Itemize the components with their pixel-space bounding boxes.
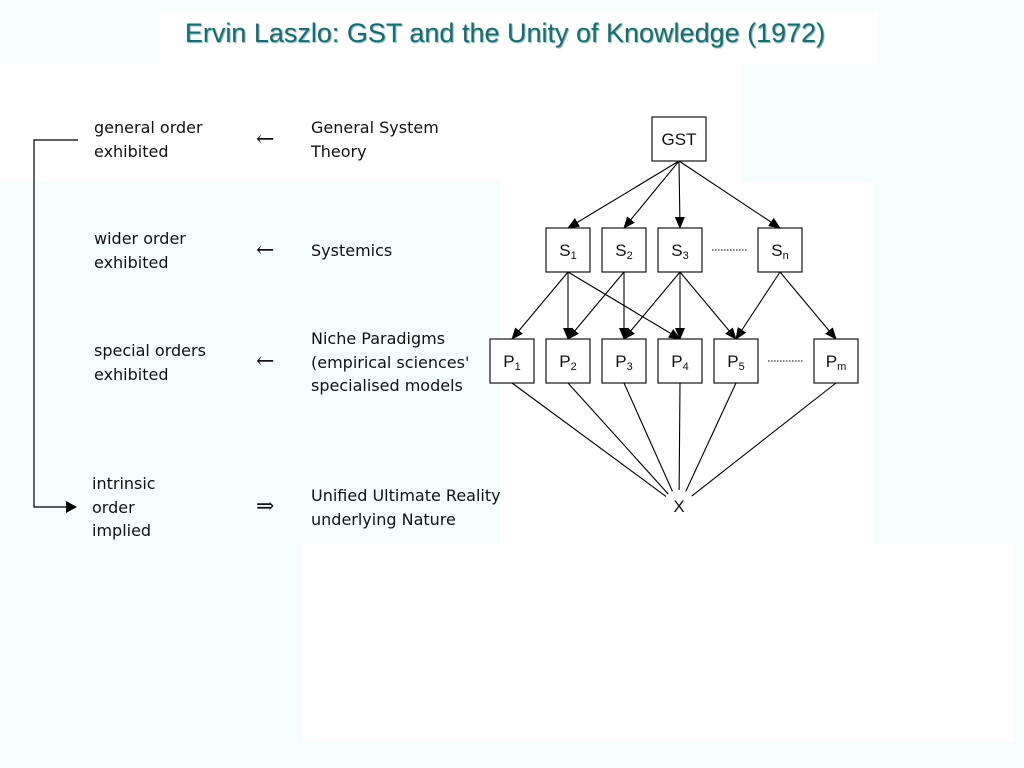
edge-s2-to-p2 (567, 271, 625, 340)
left-arrow-symbol: ← (256, 349, 275, 374)
left-arrow-symbol: ← (256, 127, 275, 152)
bracket-arrowhead (66, 501, 77, 513)
page-title: Ervin Laszlo: GST and the Unity of Knowl… (184, 18, 826, 48)
svg-text:S3: S3 (671, 241, 688, 262)
edge-p1-to-x (511, 382, 667, 497)
edge-gst-to-s1 (567, 160, 680, 229)
edge-gst-to-sn (678, 160, 781, 229)
left-arrow-symbol: ← (256, 238, 275, 263)
lower-panel (302, 544, 1014, 742)
svg-text:Sn: Sn (771, 241, 788, 262)
node-p4: P4 (657, 338, 703, 384)
node-p5: P5 (713, 338, 759, 384)
svg-text:P3: P3 (615, 352, 632, 373)
svg-text:P1: P1 (503, 352, 520, 373)
edge-gst-to-s3 (674, 160, 685, 229)
node-s1: S1 (545, 227, 591, 273)
node-pm: Pm (813, 338, 859, 384)
node-p2: P2 (545, 338, 591, 384)
node-p3: P3 (601, 338, 647, 384)
row-description-2: Systemics (311, 241, 393, 260)
implies-arrow-symbol: ⇒ (256, 494, 275, 519)
svg-text:X: X (673, 497, 684, 516)
edge-p3-to-x (623, 382, 673, 492)
node-sn: Sn (757, 227, 803, 273)
svg-text:P4: P4 (671, 352, 688, 373)
svg-text:S1: S1 (559, 241, 576, 262)
edge-sn-to-p5 (735, 271, 781, 340)
node-gst: GST (651, 116, 707, 162)
svg-text:P2: P2 (559, 352, 576, 373)
svg-text:GST: GST (662, 130, 697, 149)
svg-text:S2: S2 (615, 241, 632, 262)
svg-text:Pm: Pm (826, 352, 847, 373)
node-x: X (663, 490, 695, 522)
header-panel (160, 12, 878, 64)
edge-pm-to-x (691, 382, 837, 497)
edge-sn-to-pm (779, 271, 837, 340)
node-s2: S2 (601, 227, 647, 273)
node-p1: P1 (489, 338, 535, 384)
edge-gst-to-s2 (623, 160, 680, 229)
text-panel (0, 64, 742, 182)
node-s3: S3 (657, 227, 703, 273)
edge-s1-to-p1 (511, 271, 569, 340)
svg-text:P5: P5 (727, 352, 744, 373)
bracket-line (33, 139, 78, 508)
edge-p2-to-x (567, 382, 669, 495)
edge-p5-to-x (685, 382, 737, 492)
edge-s3-to-p3 (623, 271, 681, 340)
edge-s3-to-p5 (679, 271, 737, 340)
edge-p4-to-x (678, 382, 681, 491)
row-description-3: Niche Paradigms(empirical sciences'speci… (311, 329, 470, 395)
